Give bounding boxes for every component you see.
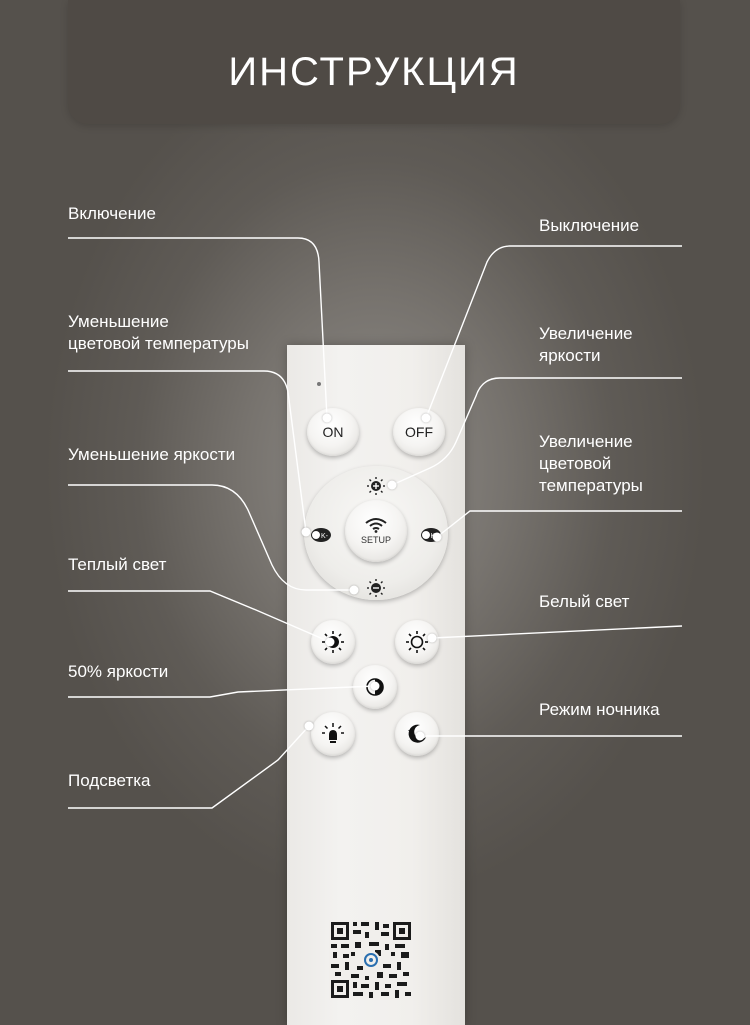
sun-minus-icon[interactable]: [366, 578, 386, 598]
pointer-dot-bright-down: [349, 585, 359, 595]
indicator-led: [317, 382, 321, 386]
title-bar: ИНСТРУКЦИЯ: [68, 0, 680, 124]
label-night: Режим ночника: [539, 700, 660, 719]
pointer-dot-bright-up: [387, 480, 397, 490]
leader-lines: [0, 0, 750, 1000]
pointer-dot-half: [370, 681, 380, 691]
label-half: 50% яркости: [68, 662, 169, 681]
sun-plus-icon[interactable]: [366, 476, 386, 496]
pointer-dot-warm: [325, 637, 335, 647]
setup-button-label: SETUP: [360, 535, 391, 545]
label-cct-up: Увеличение цветовой температуры: [539, 432, 643, 495]
pointer-dot-cct-down: [301, 527, 311, 537]
white-sun-icon: [406, 631, 428, 653]
cct-minus-icon[interactable]: K-: [310, 527, 332, 543]
lamp-icon: [322, 723, 344, 743]
label-cct-down: Уменьшение цветовой температуры: [68, 312, 249, 353]
label-backlight: Подсветка: [68, 771, 151, 790]
page-title: ИНСТРУКЦИЯ: [228, 50, 520, 94]
setup-button[interactable]: SETUP: [345, 500, 407, 562]
moon-star-icon: [408, 724, 426, 743]
pointer-dot-white: [427, 633, 437, 643]
label-bright-down: Уменьшение яркости: [68, 445, 236, 464]
svg-text:K-: K-: [321, 533, 329, 540]
pointer-dot-off: [421, 413, 431, 423]
pointer-dot-backlight: [304, 721, 314, 731]
wifi-icon: [365, 518, 387, 533]
qr-code-icon: [329, 920, 413, 1000]
pointer-dot-cct-up: [432, 532, 442, 542]
label-off: Выключение: [539, 216, 640, 235]
label-on: Включение: [68, 204, 156, 223]
label-white: Белый свет: [539, 592, 630, 611]
pointer-dot-on: [322, 413, 332, 423]
pointer-dot-night: [415, 731, 425, 741]
on-button[interactable]: ON: [307, 408, 359, 456]
backlight-button[interactable]: [311, 712, 355, 756]
off-button[interactable]: OFF: [393, 408, 445, 456]
label-warm: Теплый свет: [68, 555, 167, 574]
label-bright-up: Увеличение яркости: [539, 324, 633, 365]
off-button-label: OFF: [405, 424, 433, 440]
on-button-label: ON: [322, 424, 344, 440]
